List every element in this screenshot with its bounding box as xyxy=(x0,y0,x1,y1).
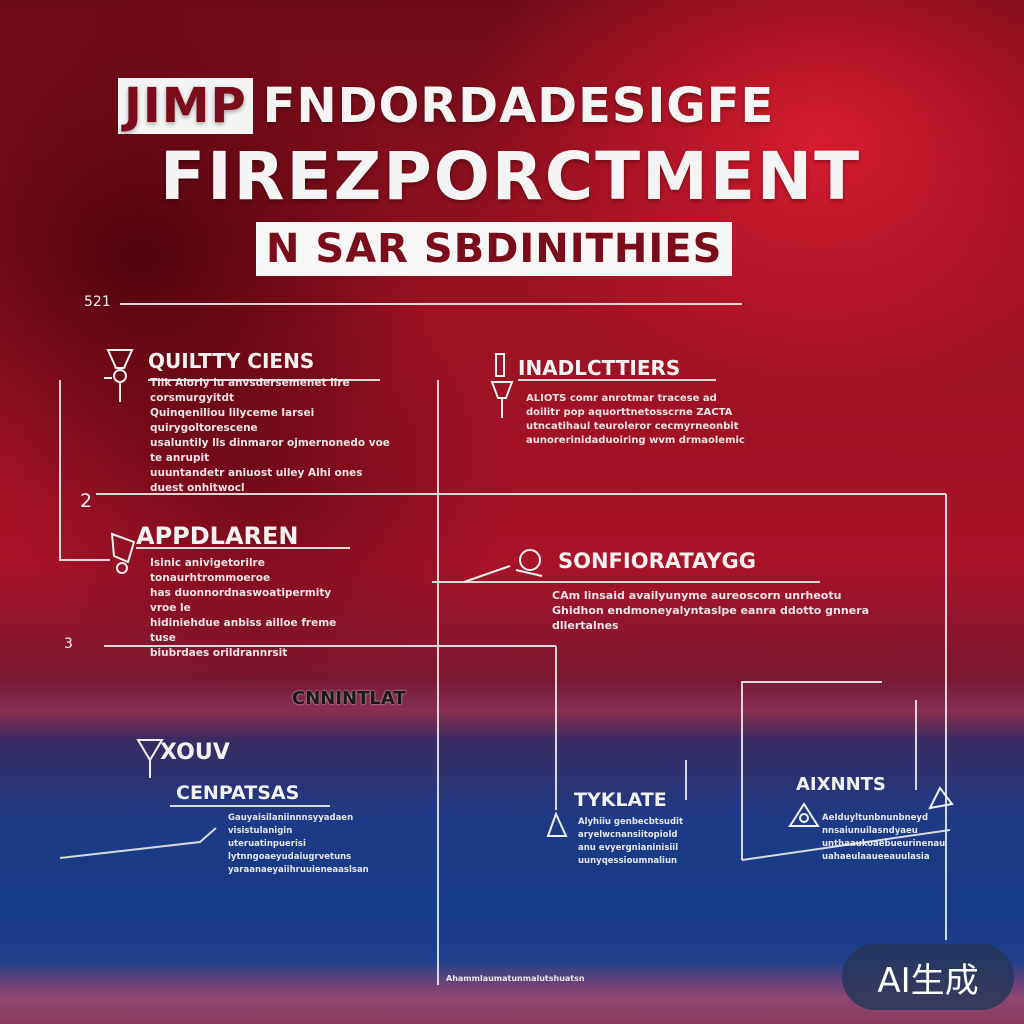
ai-generated-badge: AI生成 xyxy=(842,944,1014,1010)
sky-haze xyxy=(0,680,1024,740)
marker-left-3: 3 xyxy=(64,636,73,652)
section-body-sonfioratay: CAm linsaid availyunyme aureoscorn unrhe… xyxy=(552,589,870,632)
section-body-tyklate: Alyhiiu genbecbtsudit aryelwcnansiitopio… xyxy=(578,817,684,866)
section-heading-xouv: XOUV xyxy=(160,740,230,765)
section-body-aixnnts: AeIduyltunbnunbneyd nnsaiunuilasndyaeu u… xyxy=(822,813,946,862)
section-body-quality: Tiik Aioriy lu anvsdersemenet lire corsm… xyxy=(150,377,390,494)
section-heading-tyklate: TYKLATE xyxy=(574,789,667,811)
marker-left-2: 2 xyxy=(80,490,93,512)
valve-icon xyxy=(136,739,164,778)
section-heading-indictions: INADLCTTIERS xyxy=(518,356,681,380)
section-heading-cnnintlat: CNNINTLAT xyxy=(292,688,406,709)
section-body-indictions: ALIOTS comr anrotmar tracese ad doilitr … xyxy=(526,393,745,446)
funnel-icon xyxy=(546,811,568,837)
nozzle-icon xyxy=(490,353,514,418)
bracket-aixnnts xyxy=(741,681,882,860)
section-heading-quality: QUILTTY CIENS xyxy=(148,349,315,373)
title-line-2: FIREZPORCTMENT xyxy=(160,138,862,215)
spray-nozzle-icon xyxy=(463,549,543,583)
section-heading-cenpatsas: CENPATSAS xyxy=(176,782,300,804)
rule-aixnnts-diag xyxy=(741,829,951,861)
section-body-appdlaren: Isinic anivigetorilre tonaurhtrommoeroe … xyxy=(150,557,337,659)
section-heading-aixnnts: AIXNNTS xyxy=(796,774,886,795)
pump-icon xyxy=(788,802,820,827)
footer-caption: Ahammlaumatunmalutshuatsn xyxy=(446,974,585,983)
section-heading-sonfioratay: SONFIORATAYGG xyxy=(558,549,756,573)
nozzle-tip-icon xyxy=(928,786,954,810)
section-heading-appdlaren: APPDLAREN xyxy=(136,522,299,550)
applicator-icon xyxy=(110,532,136,574)
bracket-left xyxy=(59,380,110,561)
title-box: JIMP xyxy=(118,78,253,134)
subtitle-box: N SAR SBDINITHIES xyxy=(256,222,733,276)
spray-gun-icon xyxy=(104,349,134,402)
marker-top-left: 521 xyxy=(84,294,111,310)
title-text-1: FNDORDADESIGFE xyxy=(262,78,775,134)
section-body-cenpatsas: Gauyaisilaniinnnsyyadaen visistulanigin … xyxy=(228,813,369,875)
rule-bottom-left xyxy=(59,827,217,859)
